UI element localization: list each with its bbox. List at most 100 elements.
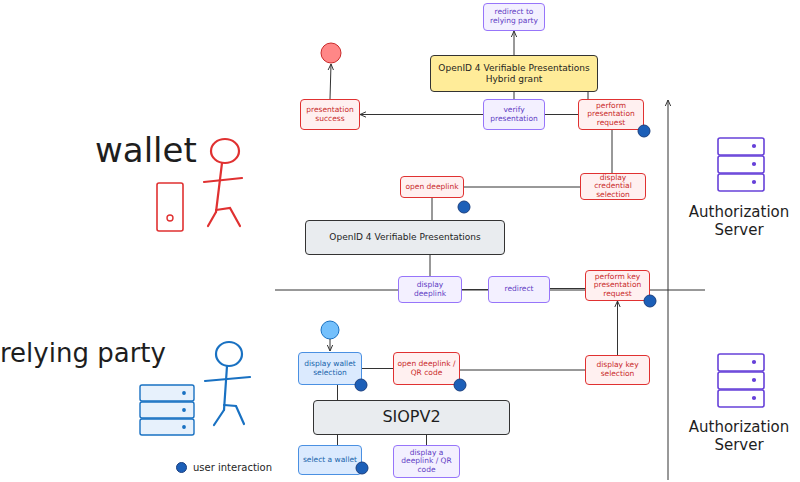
step-box: redirect xyxy=(488,276,550,303)
server-unit xyxy=(718,390,764,407)
server-led xyxy=(183,392,185,394)
server-unit xyxy=(718,372,764,389)
flow-connector xyxy=(545,114,578,115)
server-led xyxy=(753,163,756,166)
figure-body xyxy=(216,163,222,212)
actor-label: relying party xyxy=(0,338,205,369)
user-interaction-markers xyxy=(355,125,656,474)
node-text: open deeplink xyxy=(405,183,458,192)
figure-body xyxy=(224,366,227,410)
server-led xyxy=(753,361,756,364)
node-text: OpenID 4 Verifiable Presentations xyxy=(329,232,480,242)
step-box: display deeplink xyxy=(398,276,462,303)
user-interaction-dot xyxy=(356,462,368,474)
figure-legs xyxy=(214,405,244,425)
wallet-figure xyxy=(204,139,242,226)
server-unit xyxy=(718,156,764,173)
node-text: SIOPV2 xyxy=(382,408,440,426)
node-text: select a wallet xyxy=(303,456,357,465)
step-box: select a wallet xyxy=(298,445,362,475)
actor-label: wallet xyxy=(95,130,215,171)
step-box: display key selection xyxy=(585,355,650,385)
user-interaction-dot xyxy=(638,125,650,137)
node-text: OpenID 4 Verifiable Presentations Hybrid… xyxy=(434,63,594,84)
phone-icon xyxy=(157,183,183,231)
protocol-box: SIOPV2 xyxy=(313,400,510,435)
flow-connector xyxy=(464,187,580,188)
flow-connector xyxy=(460,370,585,371)
user-interaction-dot xyxy=(644,295,656,307)
flow-connector xyxy=(432,198,433,220)
step-box: open deeplink / QR code xyxy=(393,352,460,385)
user-interaction-dot xyxy=(454,379,466,391)
flow-connector xyxy=(514,31,515,55)
phone-button xyxy=(167,215,173,221)
start-circle xyxy=(321,321,339,339)
step-box: display a deeplink / QR code xyxy=(393,445,460,478)
flow-connector xyxy=(588,92,589,99)
server-unit xyxy=(718,174,764,191)
legend-entry: user interaction xyxy=(176,462,272,473)
relying-party-figure xyxy=(205,342,250,425)
server-led xyxy=(753,181,756,184)
step-box: verify presentation xyxy=(483,99,545,130)
end-arrow xyxy=(330,64,331,99)
flow-connector xyxy=(337,385,338,400)
end-circle xyxy=(321,43,341,63)
flow-connector xyxy=(337,435,338,445)
step-box: presentation success xyxy=(300,99,360,130)
node-text: perform presentation request xyxy=(582,102,640,128)
axis-arrow xyxy=(668,100,669,480)
node-text: perform key presentation request xyxy=(589,273,646,299)
server-led xyxy=(753,145,756,148)
user-interaction-dot xyxy=(458,201,470,213)
step-box: perform presentation request xyxy=(578,99,644,130)
legend-text: user interaction xyxy=(193,462,272,473)
flow-connector xyxy=(612,130,613,173)
user-interaction-dot xyxy=(355,379,367,391)
server-unit xyxy=(718,138,764,155)
flow-connector xyxy=(360,114,483,115)
flow-connector xyxy=(362,368,393,369)
flow-connector xyxy=(550,288,585,289)
start-arrow xyxy=(330,339,331,351)
figure-arms xyxy=(205,377,250,381)
flow-connector xyxy=(430,255,431,276)
figure-head xyxy=(211,139,239,163)
server-unit xyxy=(718,354,764,371)
flow-connector xyxy=(426,435,427,445)
step-box: open deeplink xyxy=(400,176,464,198)
protocol-box: OpenID 4 Verifiable Presentations xyxy=(305,220,505,255)
server-unit xyxy=(140,385,194,401)
flow-connector xyxy=(462,289,488,290)
node-text: display deeplink xyxy=(402,281,458,298)
node-text: display a deeplink / QR code xyxy=(397,449,456,475)
server-label: Authorization Server xyxy=(678,418,800,454)
node-text: redirect to relying party xyxy=(487,8,541,25)
server-label: Authorization Server xyxy=(678,203,800,239)
server-led xyxy=(183,426,185,428)
protocol-box: OpenID 4 Verifiable Presentations Hybrid… xyxy=(430,55,598,92)
node-text: verify presentation xyxy=(487,106,541,123)
node-text: presentation success xyxy=(304,106,356,123)
server-led xyxy=(753,379,756,382)
step-box: redirect to relying party xyxy=(483,3,545,31)
server-icon xyxy=(718,354,764,407)
server-unit xyxy=(140,419,194,435)
legend-swatch xyxy=(176,462,187,473)
node-text: redirect xyxy=(505,285,534,294)
node-text: display key selection xyxy=(589,361,646,378)
node-text: display credential selection xyxy=(584,174,642,200)
figure-head xyxy=(216,342,242,366)
server-icon xyxy=(140,385,194,435)
flow-connector xyxy=(514,92,515,99)
step-box: perform key presentation request xyxy=(585,270,650,301)
node-text: display wallet selection xyxy=(302,360,358,377)
server-led xyxy=(183,409,185,411)
node-text: open deeplink / QR code xyxy=(397,360,456,377)
server-led xyxy=(753,397,756,400)
step-box: display credential selection xyxy=(580,173,646,200)
flow-connector xyxy=(617,301,618,355)
